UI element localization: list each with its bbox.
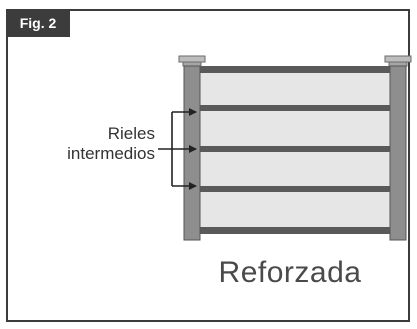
intermediate-rail-3	[196, 186, 396, 192]
callout-label-line-2: intermedios	[67, 144, 155, 163]
figure-caption: Reforzada	[218, 256, 362, 289]
callout-bracket	[158, 108, 197, 190]
top-rail	[196, 66, 396, 73]
bottom-rail	[196, 227, 396, 234]
callout-label: Rieles intermedios	[30, 124, 155, 164]
figure-label: Fig. 2	[6, 9, 70, 37]
intermediate-rail-2	[196, 146, 396, 152]
callout-label-line-1: Rieles	[107, 124, 155, 143]
intermediate-rail-1	[196, 105, 396, 111]
right-post	[384, 55, 412, 241]
